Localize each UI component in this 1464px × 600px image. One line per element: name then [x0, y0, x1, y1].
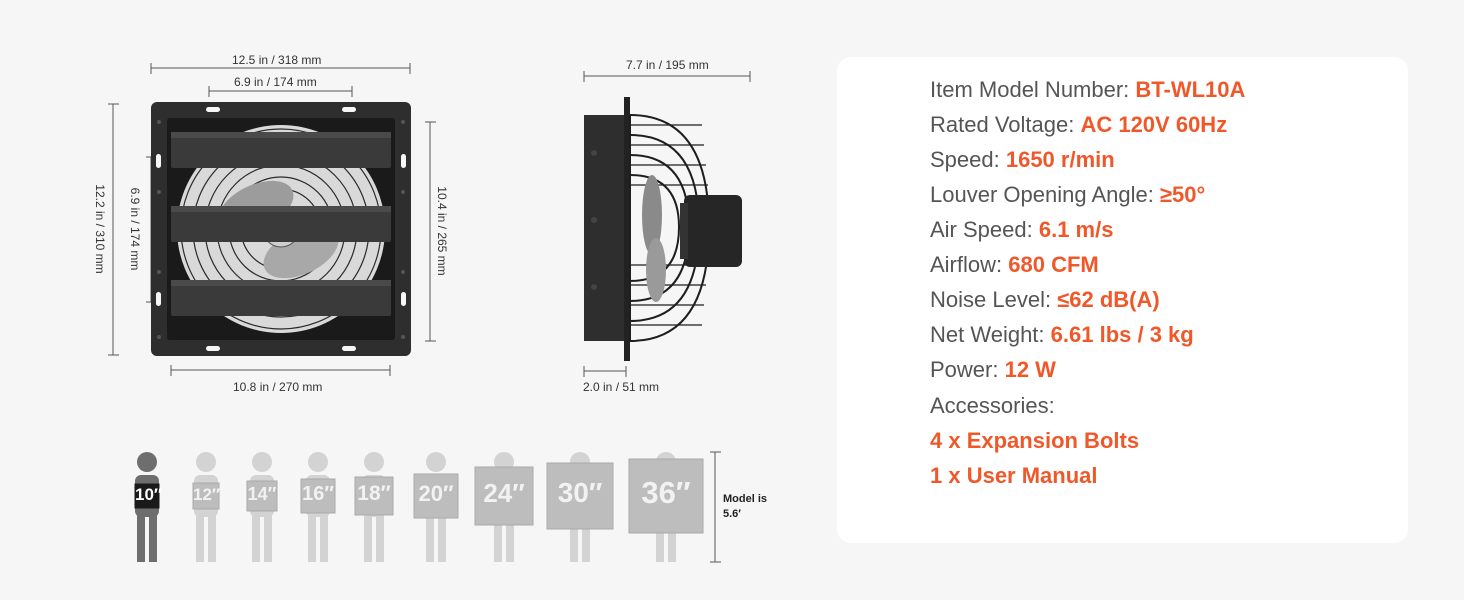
accessory-item: 1 x User Manual	[930, 463, 1098, 488]
spec-line: Speed: 1650 r/min	[930, 147, 1115, 173]
size-figure	[413, 452, 459, 562]
figure-head	[364, 452, 384, 472]
fan-front-view	[151, 102, 411, 356]
figure-leg	[570, 515, 578, 562]
figure-head	[196, 452, 216, 472]
figure-head	[308, 452, 328, 472]
fan-size-label: 10″	[135, 484, 163, 504]
bolt-spacing-side-label: 6.9 in / 174 mm	[128, 187, 142, 271]
spec-value: AC 120V 60Hz	[1080, 112, 1228, 137]
fan-size-box	[300, 478, 336, 514]
figure-head	[252, 452, 272, 472]
model-note-line1: Model is	[723, 493, 768, 505]
spec-line: Item Model Number: BT-WL10A	[930, 77, 1245, 103]
figure-leg	[668, 515, 676, 562]
figure-leg	[656, 515, 664, 562]
size-figure	[134, 452, 160, 562]
fan-size-box	[628, 458, 704, 534]
spec-line: Air Speed: 6.1 m/s	[930, 217, 1113, 243]
spec-label: Rated Voltage:	[930, 112, 1081, 137]
overall-width-label: 12.5 in / 318 mm	[232, 53, 322, 67]
figure-leg	[376, 515, 384, 562]
fan-size-box	[474, 466, 534, 526]
figure-leg	[252, 515, 260, 562]
figure-leg	[208, 515, 216, 562]
size-figure	[546, 452, 614, 562]
figure-leg	[582, 515, 590, 562]
size-figure	[192, 452, 220, 562]
size-figure	[628, 452, 704, 562]
figure-leg	[137, 515, 145, 562]
fan-size-label: 12″	[193, 484, 221, 504]
spec-value: 12 W	[1004, 357, 1056, 382]
spec-label: Air Speed:	[930, 217, 1039, 242]
spec-label: Power:	[930, 357, 1005, 382]
spec-label: Airflow:	[930, 252, 1009, 277]
fan-size-box	[413, 473, 459, 519]
fan-size-label: 16″	[302, 483, 334, 505]
depth-label: 7.7 in / 195 mm	[626, 58, 709, 72]
fan-size-box	[246, 480, 278, 512]
figure-head	[137, 452, 157, 472]
figure-leg	[149, 515, 157, 562]
frame-width-label: 10.8 in / 270 mm	[233, 380, 323, 394]
figure-head	[426, 452, 446, 472]
model-height-note: Model is 5.6′	[723, 492, 767, 522]
spec-value: BT-WL10A	[1135, 77, 1246, 102]
fan-size-box	[354, 476, 394, 516]
flange-depth-label: 2.0 in / 51 mm	[583, 380, 660, 394]
figure-leg	[494, 515, 502, 562]
figure-leg	[320, 515, 328, 562]
size-figure	[354, 452, 394, 562]
fan-size-label: 14″	[247, 484, 277, 505]
figure-leg	[426, 515, 434, 562]
size-figure	[246, 452, 278, 562]
spec-line: Noise Level: ≤62 dB(A)	[930, 287, 1160, 313]
spec-label: Noise Level:	[930, 287, 1058, 312]
overall-height-label: 12.2 in / 310 mm	[93, 184, 107, 274]
figure-leg	[308, 515, 316, 562]
figure-leg	[438, 515, 446, 562]
spec-line: Net Weight: 6.61 lbs / 3 kg	[930, 322, 1194, 348]
size-figure	[300, 452, 336, 562]
spec-value: 680 CFM	[1008, 252, 1099, 277]
spec-value: 6.1 m/s	[1038, 217, 1114, 242]
fan-size-label: 36″	[641, 475, 691, 511]
size-figure	[474, 452, 534, 562]
fan-size-box	[546, 462, 614, 530]
bolt-spacing-top-label: 6.9 in / 174 mm	[234, 75, 317, 89]
fan-size-box	[134, 483, 160, 509]
spec-label: Net Weight:	[930, 322, 1051, 347]
fan-size-label: 20″	[418, 480, 454, 506]
spec-value: 6.61 lbs / 3 kg	[1050, 322, 1194, 347]
spec-line: Power: 12 W	[930, 357, 1056, 383]
spec-label: Item Model Number:	[930, 77, 1136, 102]
fan-size-label: 18″	[357, 482, 391, 506]
spec-line: Rated Voltage: AC 120V 60Hz	[930, 112, 1227, 138]
figure-leg	[364, 515, 372, 562]
fan-side-view	[584, 97, 742, 361]
spec-value: 1650 r/min	[1005, 147, 1115, 172]
figure-leg	[506, 515, 514, 562]
spec-card: Item Model Number: BT-WL10A Rated Voltage…	[837, 57, 1408, 543]
accessory-item: 4 x Expansion Bolts	[930, 428, 1140, 453]
spec-line: Airflow: 680 CFM	[930, 252, 1099, 278]
size-chart-figures	[134, 452, 704, 562]
frame-height-label: 10.4 in / 265 mm	[435, 186, 449, 276]
spec-label: Louver Opening Angle:	[930, 182, 1160, 207]
fan-size-label: 30″	[557, 477, 603, 509]
spec-value: ≤62 dB(A)	[1057, 287, 1160, 312]
model-note-line2: 5.6′	[723, 508, 741, 520]
accessories-heading: Accessories:	[930, 393, 1055, 418]
spec-line: Louver Opening Angle: ≥50°	[930, 182, 1205, 208]
figure-leg	[196, 515, 204, 562]
spec-label: Speed:	[930, 147, 1006, 172]
fan-size-box	[192, 482, 220, 510]
figure-leg	[264, 515, 272, 562]
fan-size-label: 24″	[483, 478, 525, 509]
spec-value: ≥50°	[1159, 182, 1206, 207]
